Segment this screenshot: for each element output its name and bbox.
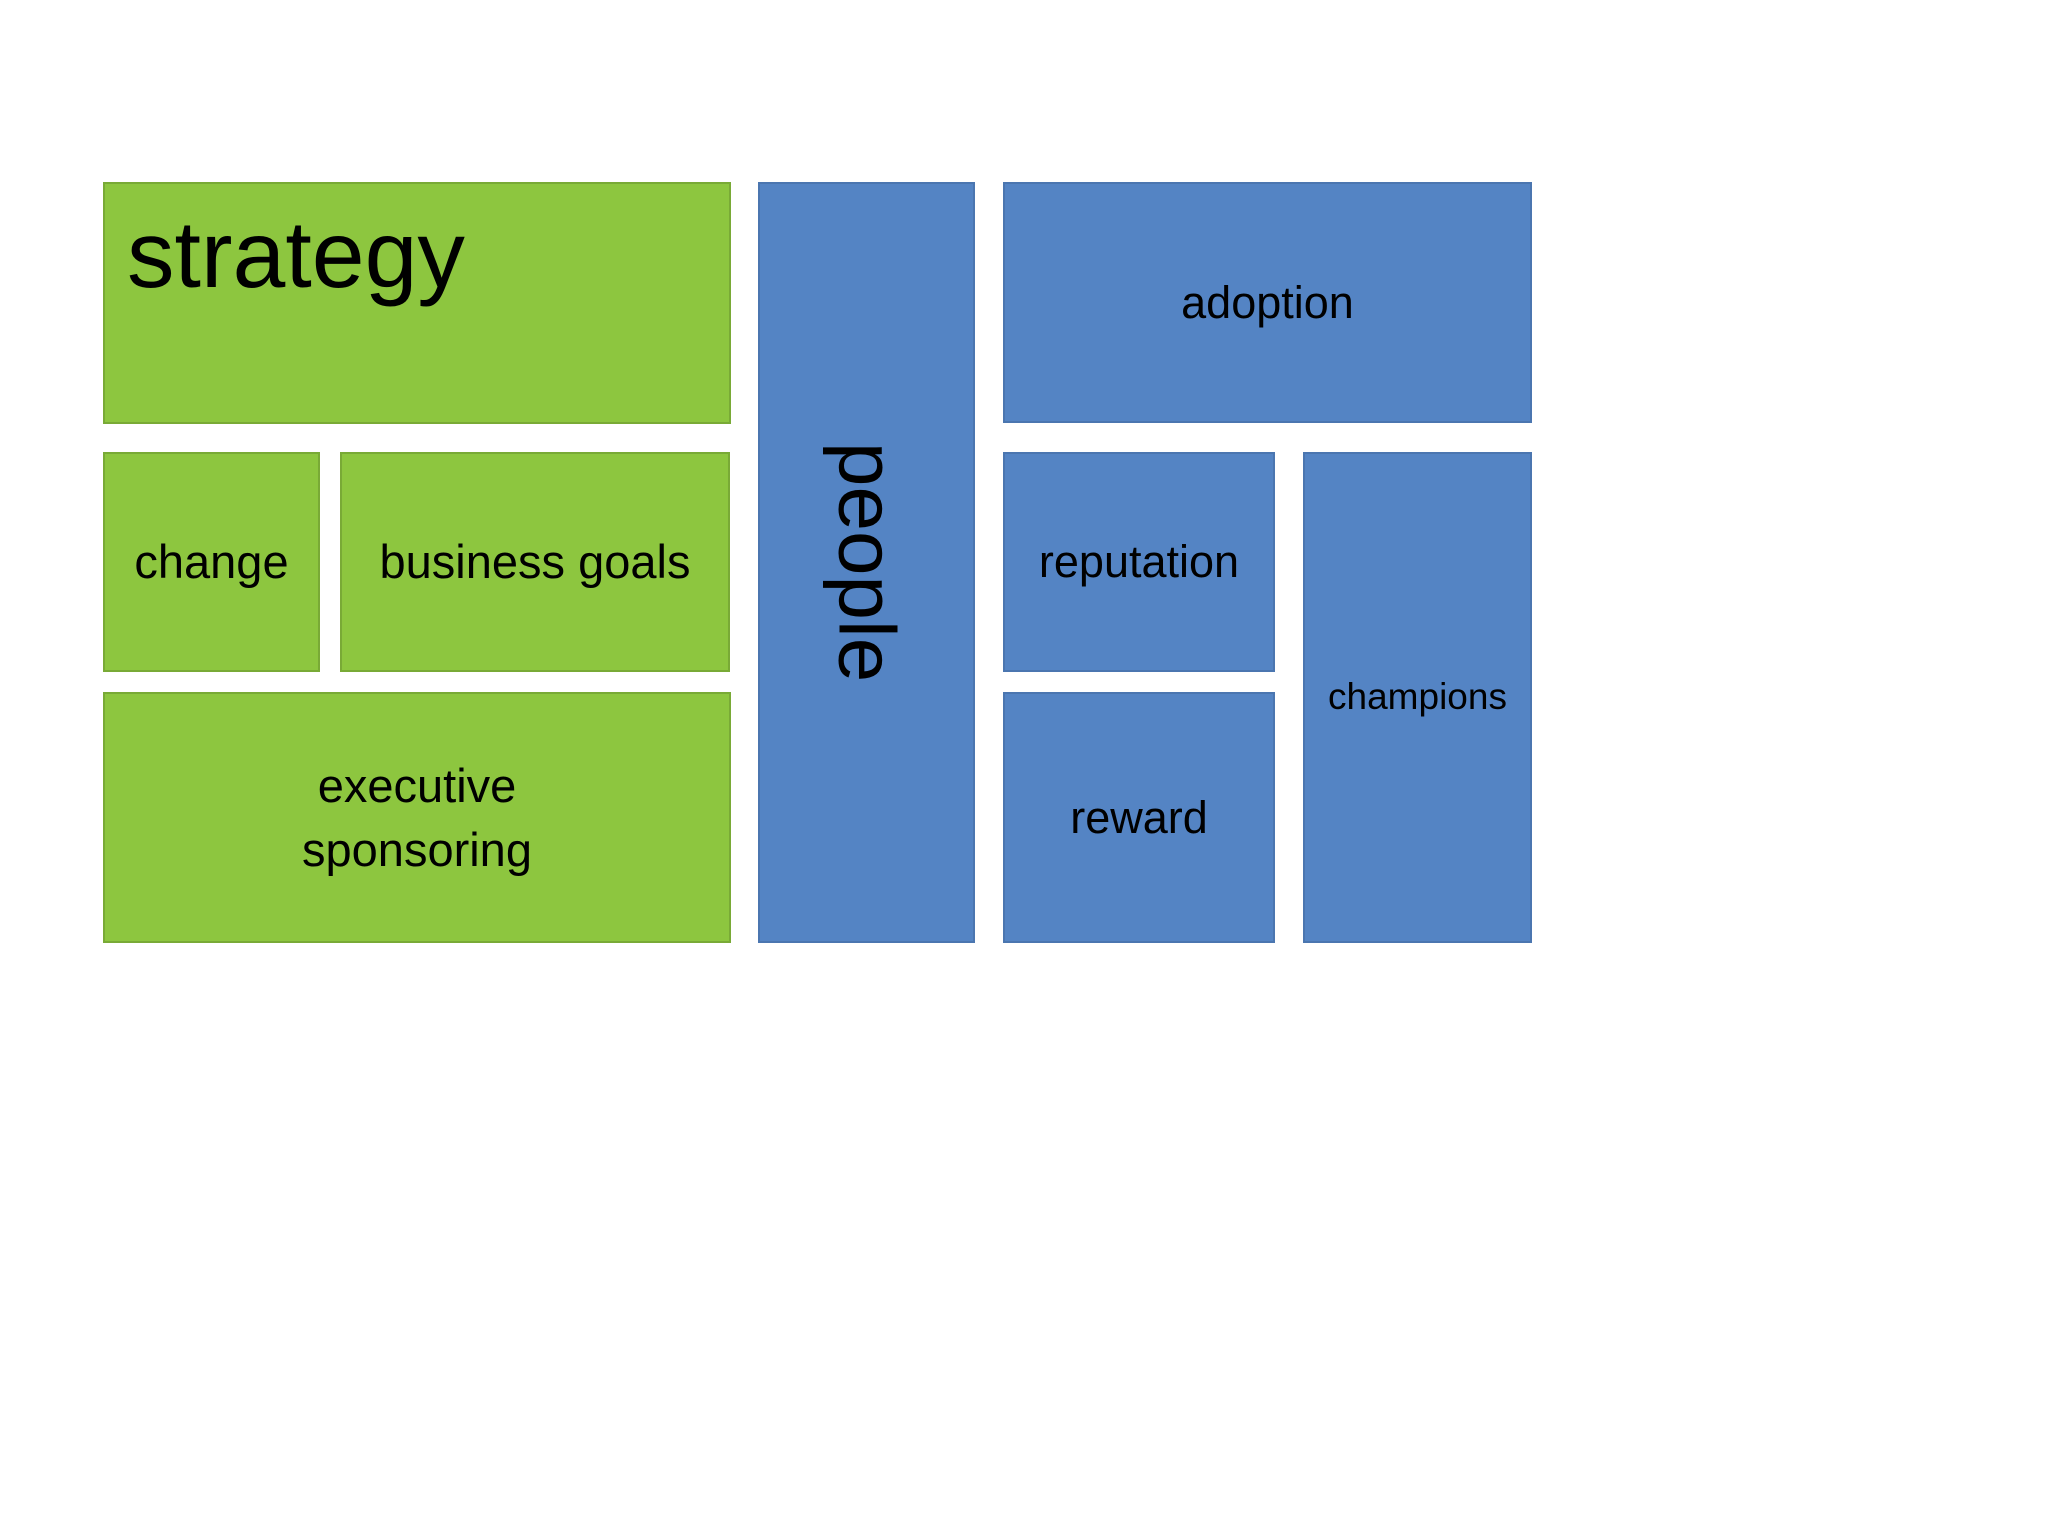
adoption-block: adoption (1003, 182, 1532, 423)
reward-label: reward (1070, 791, 1208, 843)
people-block: people (758, 182, 975, 943)
champions-block: champions (1303, 452, 1532, 943)
change-block: change (103, 452, 320, 672)
change-label: change (134, 534, 289, 588)
champions-label: champions (1328, 676, 1507, 718)
reward-block: reward (1003, 692, 1275, 943)
executive-sponsoring-block: executive sponsoring (103, 692, 731, 943)
people-label: people (822, 442, 912, 683)
adoption-label: adoption (1181, 276, 1354, 328)
reputation-block: reputation (1003, 452, 1275, 672)
business-goals-block: business goals (340, 452, 730, 672)
executive-sponsoring-label: executive sponsoring (302, 759, 532, 876)
strategy-block: strategy (103, 182, 731, 424)
strategy-label: strategy (127, 202, 465, 308)
business-goals-label: business goals (379, 534, 691, 588)
reputation-label: reputation (1038, 536, 1240, 587)
